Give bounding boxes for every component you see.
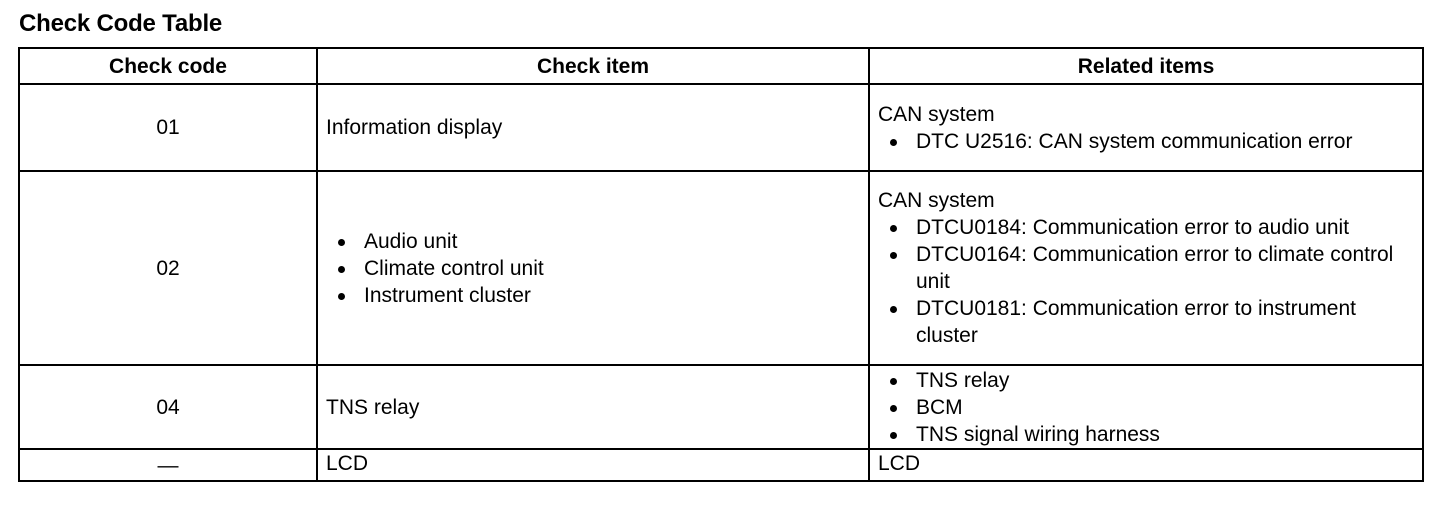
page-title: Check Code Table [19,10,223,37]
check-item-cell: Information display [316,83,870,172]
table-header-row: Check code Check item Related items [18,47,1424,85]
list-item-text: TNS signal wiring harness [916,422,1160,446]
list-item: DTCU0181: Communication error to instrum… [878,295,1414,349]
related-list: DTCU0184: Communication error to audio u… [878,214,1414,349]
bullet-icon [338,238,345,246]
bullet-icon [890,431,897,439]
header-related-items: Related items [868,47,1424,85]
header-check-item: Check item [316,47,870,85]
check-item-cell: TNS relay [316,364,870,450]
list-item: BCM [878,394,1414,421]
list-item-text: BCM [916,395,963,419]
list-item-text: DTCU0184: Communication error to audio u… [916,216,1350,239]
check-item-cell: Audio unit Climate control unit Instrume… [316,170,870,366]
list-item: Climate control unit [326,255,860,282]
check-code-cell: 01 [18,83,318,172]
related-list: TNS relay BCM TNS signal wiring harness [878,367,1414,448]
list-item-text: DTCU0181: Communication error to instrum… [916,297,1356,347]
list-item: TNS relay [878,367,1414,394]
list-item: DTC U2516: CAN system communication erro… [878,128,1414,155]
related-list: DTC U2516: CAN system communication erro… [878,128,1414,155]
list-item-text: Audio unit [364,229,458,253]
list-item-text: DTC U2516: CAN system communication erro… [916,129,1353,153]
header-check-code: Check code [18,47,318,85]
check-code-cell: 04 [18,364,318,450]
related-heading: CAN system [878,189,995,212]
list-item: DTCU0164: Communication error to climate… [878,241,1414,295]
bullet-icon [890,252,897,259]
list-item: Instrument cluster [326,282,860,309]
check-code-table: Check code Check item Related items 01 I… [18,47,1424,482]
list-item-text: TNS relay [916,368,1010,392]
list-item: DTCU0184: Communication error to audio u… [878,214,1414,241]
check-item-list: Audio unit Climate control unit Instrume… [326,228,860,309]
related-heading: CAN system [878,102,995,126]
list-item: Audio unit [326,228,860,255]
list-item-text: Climate control unit [364,256,544,280]
list-item-text: Instrument cluster [364,283,531,307]
check-code-cell: 02 [18,170,318,366]
bullet-icon [890,306,897,313]
bullet-icon [890,138,897,146]
related-items-cell: TNS relay BCM TNS signal wiring harness [868,364,1424,450]
check-item-cell: LCD [316,448,870,482]
related-items-cell: CAN system DTC U2516: CAN system communi… [868,83,1424,172]
table-row: 04 TNS relay TNS relay BCM TNS signal wi… [18,364,1424,450]
bullet-icon [890,377,897,385]
bullet-icon [338,292,345,300]
table-row: 02 Audio unit Climate control unit Instr… [18,170,1424,366]
list-item: TNS signal wiring harness [878,421,1414,448]
list-item-text: DTCU0164: Communication error to climate… [916,243,1394,293]
bullet-icon [338,265,345,273]
related-items-cell: CAN system DTCU0184: Communication error… [868,170,1424,366]
table-row: — LCD LCD [18,448,1424,482]
bullet-icon [890,404,897,412]
table-row: 01 Information display CAN system DTC U2… [18,83,1424,172]
check-code-cell: — [18,448,318,482]
bullet-icon [890,225,897,232]
related-items-cell: LCD [868,448,1424,482]
